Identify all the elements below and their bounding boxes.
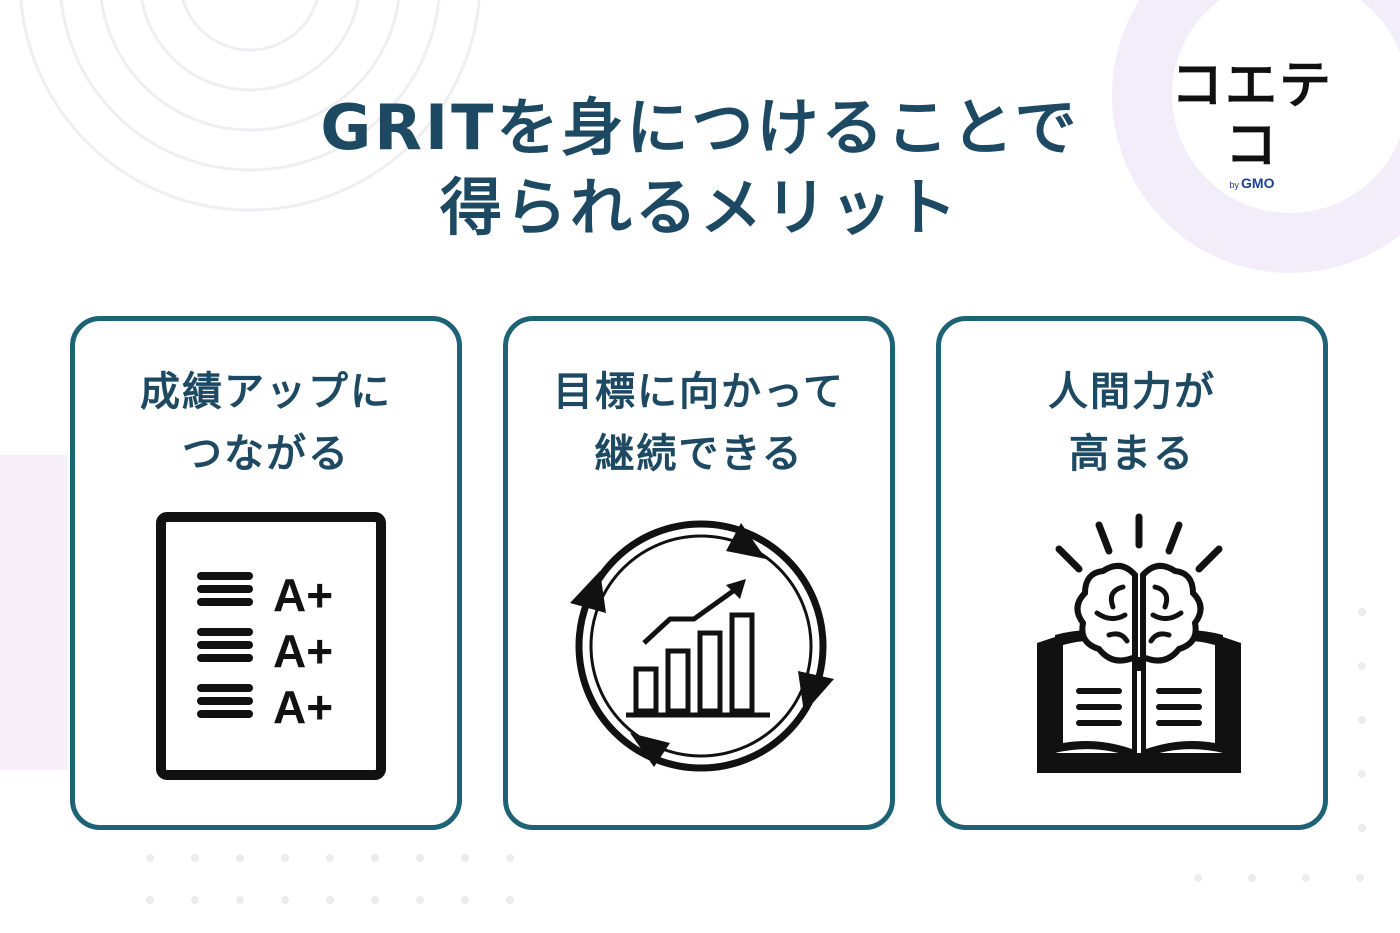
card-title: 成績アップに つながる [75, 361, 457, 485]
card-title-line-1: 成績アップに [140, 369, 392, 415]
logo-wordmark: コエテコ [1170, 56, 1333, 176]
card-title-line-1: 人間力が [1048, 369, 1216, 415]
card-title-line-2: 継続できる [594, 431, 804, 477]
report-card-icon: A+ A+ A+ [156, 512, 386, 780]
benefit-card-character: 人間力が 高まる [936, 316, 1328, 830]
grade-label: A+ [273, 681, 333, 733]
page-title-line-2: 得られるメリット [439, 171, 960, 244]
grade-label: A+ [273, 625, 333, 677]
growth-cycle-icon [570, 520, 834, 772]
grade-label: A+ [273, 569, 333, 621]
card-title-line-2: つながる [182, 431, 350, 477]
logo-by: by [1229, 180, 1240, 190]
card-title: 人間力が 高まる [941, 361, 1323, 485]
card-title: 目標に向かって 継続できる [508, 361, 890, 485]
card-title-line-2: 高まる [1069, 431, 1195, 477]
page-title-line-1: GRITを身につけることで [320, 91, 1080, 164]
brain-book-icon [1037, 513, 1241, 773]
logo-brand: GMO [1241, 175, 1275, 191]
card-title-line-1: 目標に向かって [553, 369, 845, 415]
benefit-card-continuity: 目標に向かって 継続できる [503, 316, 895, 830]
benefit-card-grades: 成績アップに つながる A+ A+ A+ [70, 316, 462, 830]
page-title: GRITを身につけることで 得られるメリット [200, 88, 1200, 248]
